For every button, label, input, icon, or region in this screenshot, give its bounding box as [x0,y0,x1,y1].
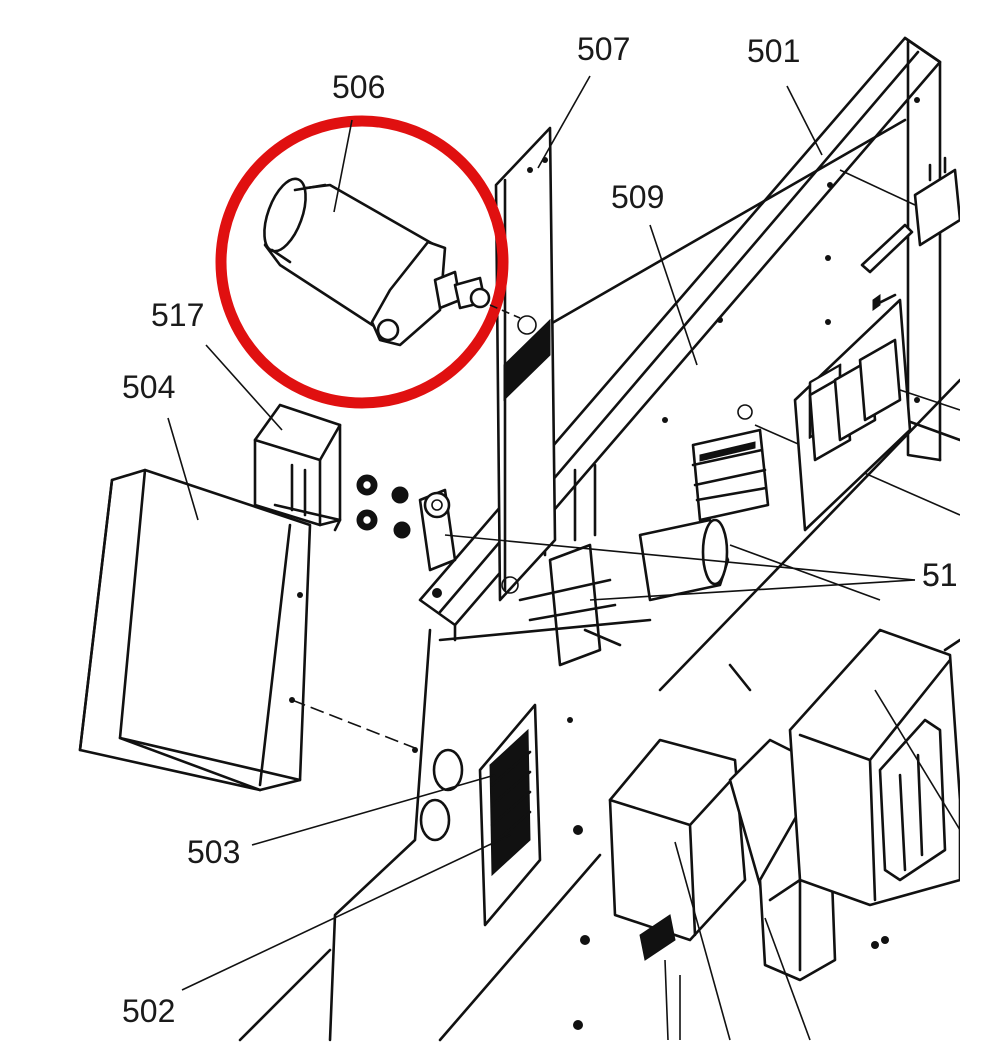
bracket-507 [494,126,557,602]
part-labels: 506 507 501 509 517 504 51 503 502 [122,31,958,1029]
label-503: 503 [187,834,240,870]
label-506: 506 [332,69,385,105]
terminal-block [691,428,770,522]
leader-contactor [674,841,731,1041]
label-504: 504 [122,369,175,405]
label-517: 517 [151,297,204,333]
leader-502 [181,834,511,991]
alignment-line [489,304,521,319]
label-509: 509 [611,179,664,215]
leader-relay-board [899,389,961,411]
component-506 [263,177,491,347]
leader-507 [537,75,591,169]
label-502: 502 [122,993,175,1029]
label-51-front: 51 [922,557,958,593]
right-margin [960,0,1000,1050]
label-507: 507 [577,31,630,67]
leader-503 [251,774,496,846]
fittings-51 [418,463,622,667]
lower-panel [238,378,962,1042]
leader-51-b [589,579,916,601]
highlight-circle [215,115,509,409]
leader-relay [764,917,811,1041]
toggle-switch [839,156,962,274]
terminal-strip-502-503 [419,703,542,927]
leader-bottom [664,959,681,1041]
cylinder-component [638,518,881,602]
leader-504 [167,417,199,521]
cover-504 [78,468,421,792]
leader-transformer [874,689,961,831]
bracket-517 [253,403,342,532]
leader-51-a [444,534,916,581]
leader-517 [205,344,283,431]
leader-lines [167,75,961,1041]
leader-501 [786,85,823,156]
nuts-and-washers [356,474,411,539]
leader-506 [333,119,353,213]
transformer [788,628,962,907]
label-501: 501 [747,33,800,69]
leader-509 [649,224,698,366]
label-51: 51 [922,557,958,593]
relay-board [793,293,912,532]
